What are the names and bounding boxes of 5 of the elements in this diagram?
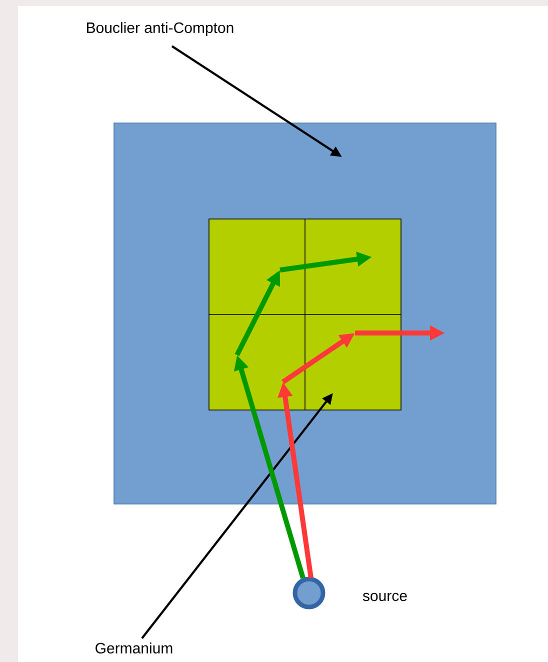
source-circle xyxy=(292,576,326,610)
detector-grid xyxy=(208,218,402,410)
callout-label: Germanium xyxy=(96,642,172,654)
node-caption: source xyxy=(362,592,407,602)
callout-label: Bouclier anti-Compton xyxy=(87,22,234,36)
